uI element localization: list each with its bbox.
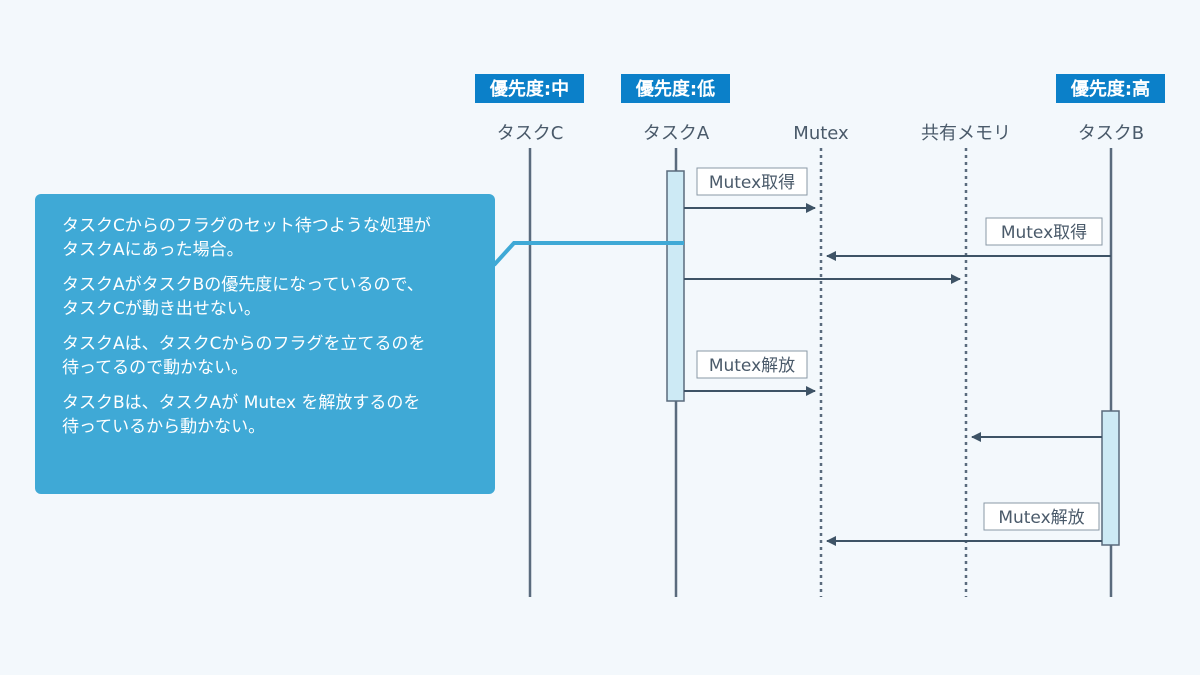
message-a-release-label: Mutex解放: [709, 356, 795, 376]
note-connector: [492, 241, 684, 267]
activation-task-a: [666, 170, 685, 402]
participant-task-c: タスクC: [497, 123, 564, 144]
note-paragraph-3: タスクAは、タスクCからのフラグを立てるのを 待ってるので動かない。: [62, 334, 426, 378]
priority-badge-task-a: 優先度:低: [621, 74, 730, 103]
participant-task-b: タスクB: [1078, 123, 1144, 144]
deadlock-note: タスクCからのフラグのセット待つような処理が タスクAにあった場合。 タスクAが…: [35, 194, 495, 494]
note-paragraph-1: タスクCからのフラグのセット待つような処理が タスクAにあった場合。: [62, 216, 431, 260]
message-a-acquire-label: Mutex取得: [709, 173, 795, 193]
priority-badge-task-c-label: 優先度:中: [489, 78, 569, 100]
priority-badge-task-c: 優先度:中: [475, 74, 584, 103]
priority-badge-task-a-label: 優先度:低: [635, 78, 715, 100]
note-paragraph-4: タスクBは、タスクAが Mutex を解放するのを 待っているから動かない。: [62, 393, 421, 437]
priority-badge-task-b-label: 優先度:高: [1070, 78, 1150, 100]
message-a-release: Mutex解放: [684, 350, 816, 396]
message-a-acquire: Mutex取得: [684, 167, 816, 213]
message-b-release-label: Mutex解放: [998, 508, 1084, 528]
priority-badge-task-b: 優先度:高: [1056, 74, 1165, 103]
participant-task-a: タスクA: [643, 123, 710, 144]
activation-task-b: [1101, 410, 1120, 546]
note-paragraph-2: タスクAがタスクBの優先度になっているので、 タスクCが動き出せない。: [62, 275, 424, 319]
participant-mutex: Mutex: [793, 123, 849, 144]
participant-shared-memory: 共有メモリ: [921, 123, 1011, 144]
message-b-release: Mutex解放: [826, 502, 1102, 546]
message-b-acquire: Mutex取得: [826, 217, 1111, 261]
message-b-acquire-label: Mutex取得: [1001, 223, 1087, 243]
